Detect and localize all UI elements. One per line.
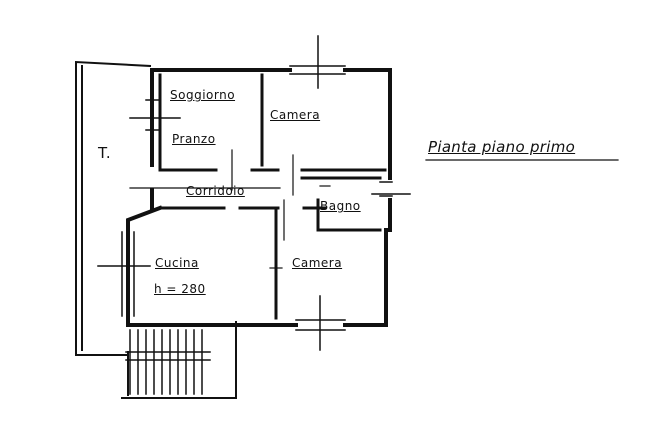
interior-walls bbox=[158, 73, 387, 320]
room-label-bedroom-top: Camera bbox=[270, 108, 321, 122]
plan-title: Pianta piano primo bbox=[428, 138, 576, 156]
room-label-living: Soggiorno bbox=[170, 88, 236, 102]
room-label-kitchen: Cucina bbox=[155, 256, 199, 270]
room-label-dining: Pranzo bbox=[172, 132, 216, 146]
staircase bbox=[125, 329, 211, 395]
windows bbox=[97, 35, 411, 351]
room-label-bath: Bagno bbox=[320, 199, 361, 213]
room-label-corridor: Corridoio bbox=[186, 184, 245, 198]
terrace-label: T. bbox=[98, 144, 112, 162]
room-label-bedroom-bottom: Camera bbox=[292, 256, 343, 270]
room-height-label: h = 280 bbox=[154, 282, 206, 296]
terrace-outline bbox=[75, 60, 237, 399]
door-marks bbox=[129, 149, 331, 269]
